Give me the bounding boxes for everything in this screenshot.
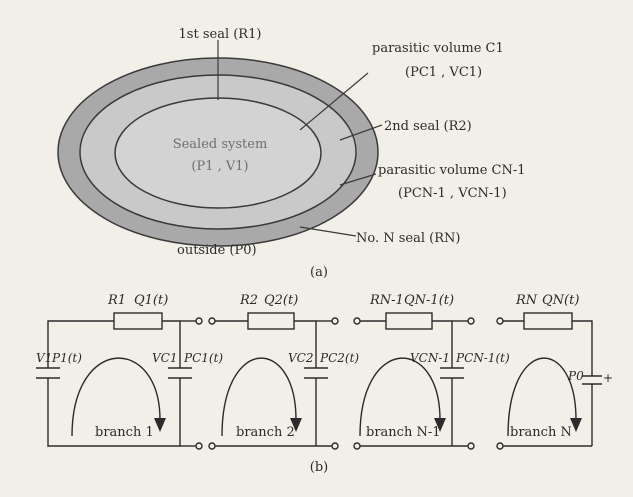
- sealed-system-values: (P1 , V1): [191, 159, 248, 174]
- caption-b: (b): [310, 460, 328, 475]
- branch-2-circuit: [208, 312, 339, 450]
- label-vc2: VC2: [288, 351, 313, 365]
- panel-b: +: [36, 312, 613, 450]
- terminal-3c: [467, 317, 475, 325]
- terminal-4b: [496, 442, 504, 450]
- branch-2-loop-arrow: [221, 357, 297, 437]
- resistor-r2: [247, 312, 295, 330]
- leader-2nd-seal: [339, 124, 383, 141]
- label-branch-n1: branch N-1: [366, 425, 440, 440]
- branch-n-loop-arrow: [507, 357, 577, 437]
- label-vcn1: VCN-1: [410, 351, 450, 365]
- label-parasitic-1-values: (PC1 , VC1): [405, 65, 482, 80]
- label-qn1: QN-1(t): [404, 293, 454, 308]
- label-pc1: PC1(t): [183, 351, 223, 365]
- terminal-2d: [331, 442, 339, 450]
- label-rn1: RN-1: [369, 293, 404, 308]
- resistor-r1: [113, 312, 163, 330]
- first-seal-ellipse: [114, 97, 322, 209]
- label-r1: R1: [107, 293, 126, 308]
- panel-a: Sealed system (P1 , V1) 1st seal (R1) pa…: [57, 27, 526, 280]
- label-pc2: PC2(t): [319, 351, 359, 365]
- sealed-system-label: Sealed system: [173, 137, 268, 152]
- panel-b-labels: R1 Q1(t) V1 P1(t) VC1 PC1(t) branch 1 R2…: [36, 293, 584, 475]
- label-q2: Q2(t): [264, 293, 298, 308]
- resistor-rn: [523, 312, 573, 330]
- terminal-3a: [353, 317, 361, 325]
- label-r2: R2: [239, 293, 258, 308]
- label-2nd-seal: 2nd seal (R2): [384, 119, 472, 134]
- leader-parasitic-n1: [339, 173, 377, 186]
- terminal-3d: [467, 442, 475, 450]
- terminal-2a: [208, 317, 216, 325]
- caption-a: (a): [310, 265, 328, 280]
- label-q1: Q1(t): [134, 293, 168, 308]
- branch-n-circuit: +: [496, 312, 613, 450]
- label-nth-seal: No. N seal (RN): [356, 231, 460, 246]
- label-p0: P0: [567, 369, 584, 383]
- label-rn: RN: [515, 293, 538, 308]
- label-parasitic-1: parasitic volume C1: [372, 41, 504, 56]
- label-1st-seal: 1st seal (R1): [179, 27, 262, 42]
- label-branch-2: branch 2: [236, 425, 295, 440]
- branch-1-circuit: [36, 312, 203, 450]
- branch-1-loop-arrow: [71, 357, 161, 437]
- terminal-2c: [331, 317, 339, 325]
- terminal-3b: [353, 442, 361, 450]
- label-parasitic-n1: parasitic volume CN-1: [378, 163, 526, 178]
- label-vc1: VC1: [152, 351, 177, 365]
- label-branch-n: branch N: [510, 425, 572, 440]
- label-pcn1: PCN-1(t): [455, 351, 510, 365]
- resistor-rn1: [385, 312, 433, 330]
- terminal-1b: [195, 442, 203, 450]
- branch-n1-loop-arrow: [359, 357, 441, 437]
- label-v1: V1: [36, 351, 52, 365]
- label-outside: outside (P0): [177, 243, 257, 258]
- label-parasitic-n1-values: (PCN-1 , VCN-1): [398, 186, 507, 201]
- label-qn: QN(t): [542, 293, 579, 308]
- branch-n1-circuit: [353, 312, 475, 450]
- leader-nth-seal: [299, 226, 357, 237]
- terminal-1a: [195, 317, 203, 325]
- plus-sign: +: [603, 371, 613, 385]
- label-p1: P1(t): [51, 351, 82, 365]
- terminal-4a: [496, 317, 504, 325]
- terminal-2b: [208, 442, 216, 450]
- leader-parasitic-1: [299, 72, 369, 131]
- label-branch-1: branch 1: [95, 425, 154, 440]
